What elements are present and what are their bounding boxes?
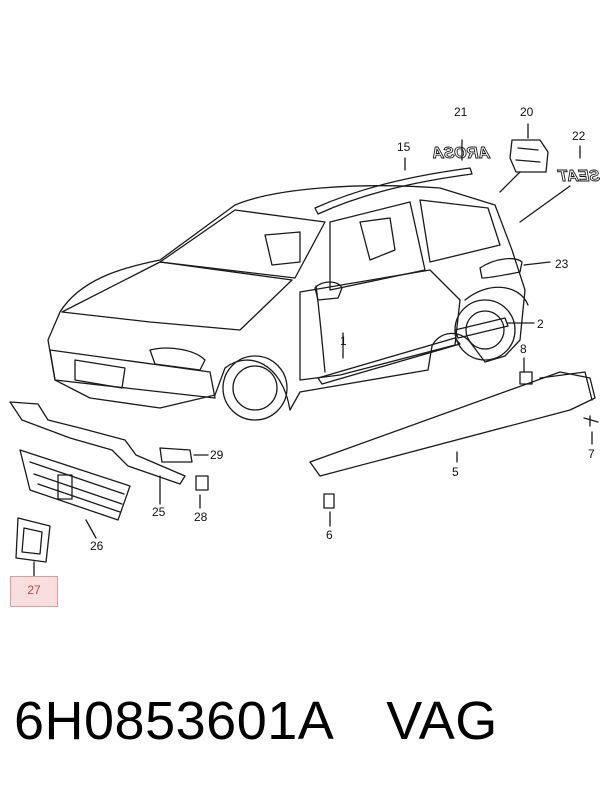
side-window-rear [419,199,501,263]
emblem-27 [15,517,51,563]
clip-28 [195,475,209,491]
mirror [314,281,343,301]
sill-panel-5 [309,371,596,477]
badge-21-lettering: AROSA [432,145,491,162]
grille-26 [19,449,131,521]
callout-20[interactable]: 20 [520,105,534,119]
badge-22-lettering: SEAT [557,168,600,185]
badge-20 [509,139,549,173]
callout-22[interactable]: 22 [572,129,586,143]
part-number: 6H0853601A [14,691,335,751]
callout-27: 27 [27,583,41,597]
hood [61,261,293,331]
callout-29[interactable]: 29 [210,448,224,462]
windshield [159,209,326,279]
callout-2[interactable]: 2 [537,317,544,331]
car-body [47,185,526,411]
clip-6 [323,493,335,509]
clip-8 [519,371,533,385]
callout-26[interactable]: 26 [90,539,104,553]
callout-28[interactable]: 28 [194,510,208,524]
exploded-parts-diagram: AROSA SEAT 1 2 5 6 7 8 15 20 21 22 23 25… [9,105,600,579]
callout-6[interactable]: 6 [326,528,333,542]
callout-1[interactable]: 1 [340,334,347,348]
screw-7 [583,415,599,427]
callout-25[interactable]: 25 [152,505,166,519]
roof-rail-15 [314,167,473,215]
callout-7[interactable]: 7 [588,447,595,461]
brand-name: VAG [386,691,498,751]
callout-15[interactable]: 15 [397,140,411,154]
rear-wheel [454,299,516,361]
headlight [149,347,206,371]
grille-strip-25 [9,401,186,485]
part-number-line: 6H0853601A VAG [14,690,498,752]
callout-8[interactable]: 8 [520,342,527,356]
front-wheel [222,355,288,421]
callout-21[interactable]: 21 [454,105,468,119]
callout-5[interactable]: 5 [452,465,459,479]
clip-29 [159,447,193,463]
side-window-front [329,201,426,291]
door-moulding [317,337,461,385]
callout-27-selected[interactable]: 27 [10,576,58,607]
callout-23[interactable]: 23 [555,257,569,271]
moulding-2 [454,317,509,339]
rear-trim-23 [479,257,523,279]
